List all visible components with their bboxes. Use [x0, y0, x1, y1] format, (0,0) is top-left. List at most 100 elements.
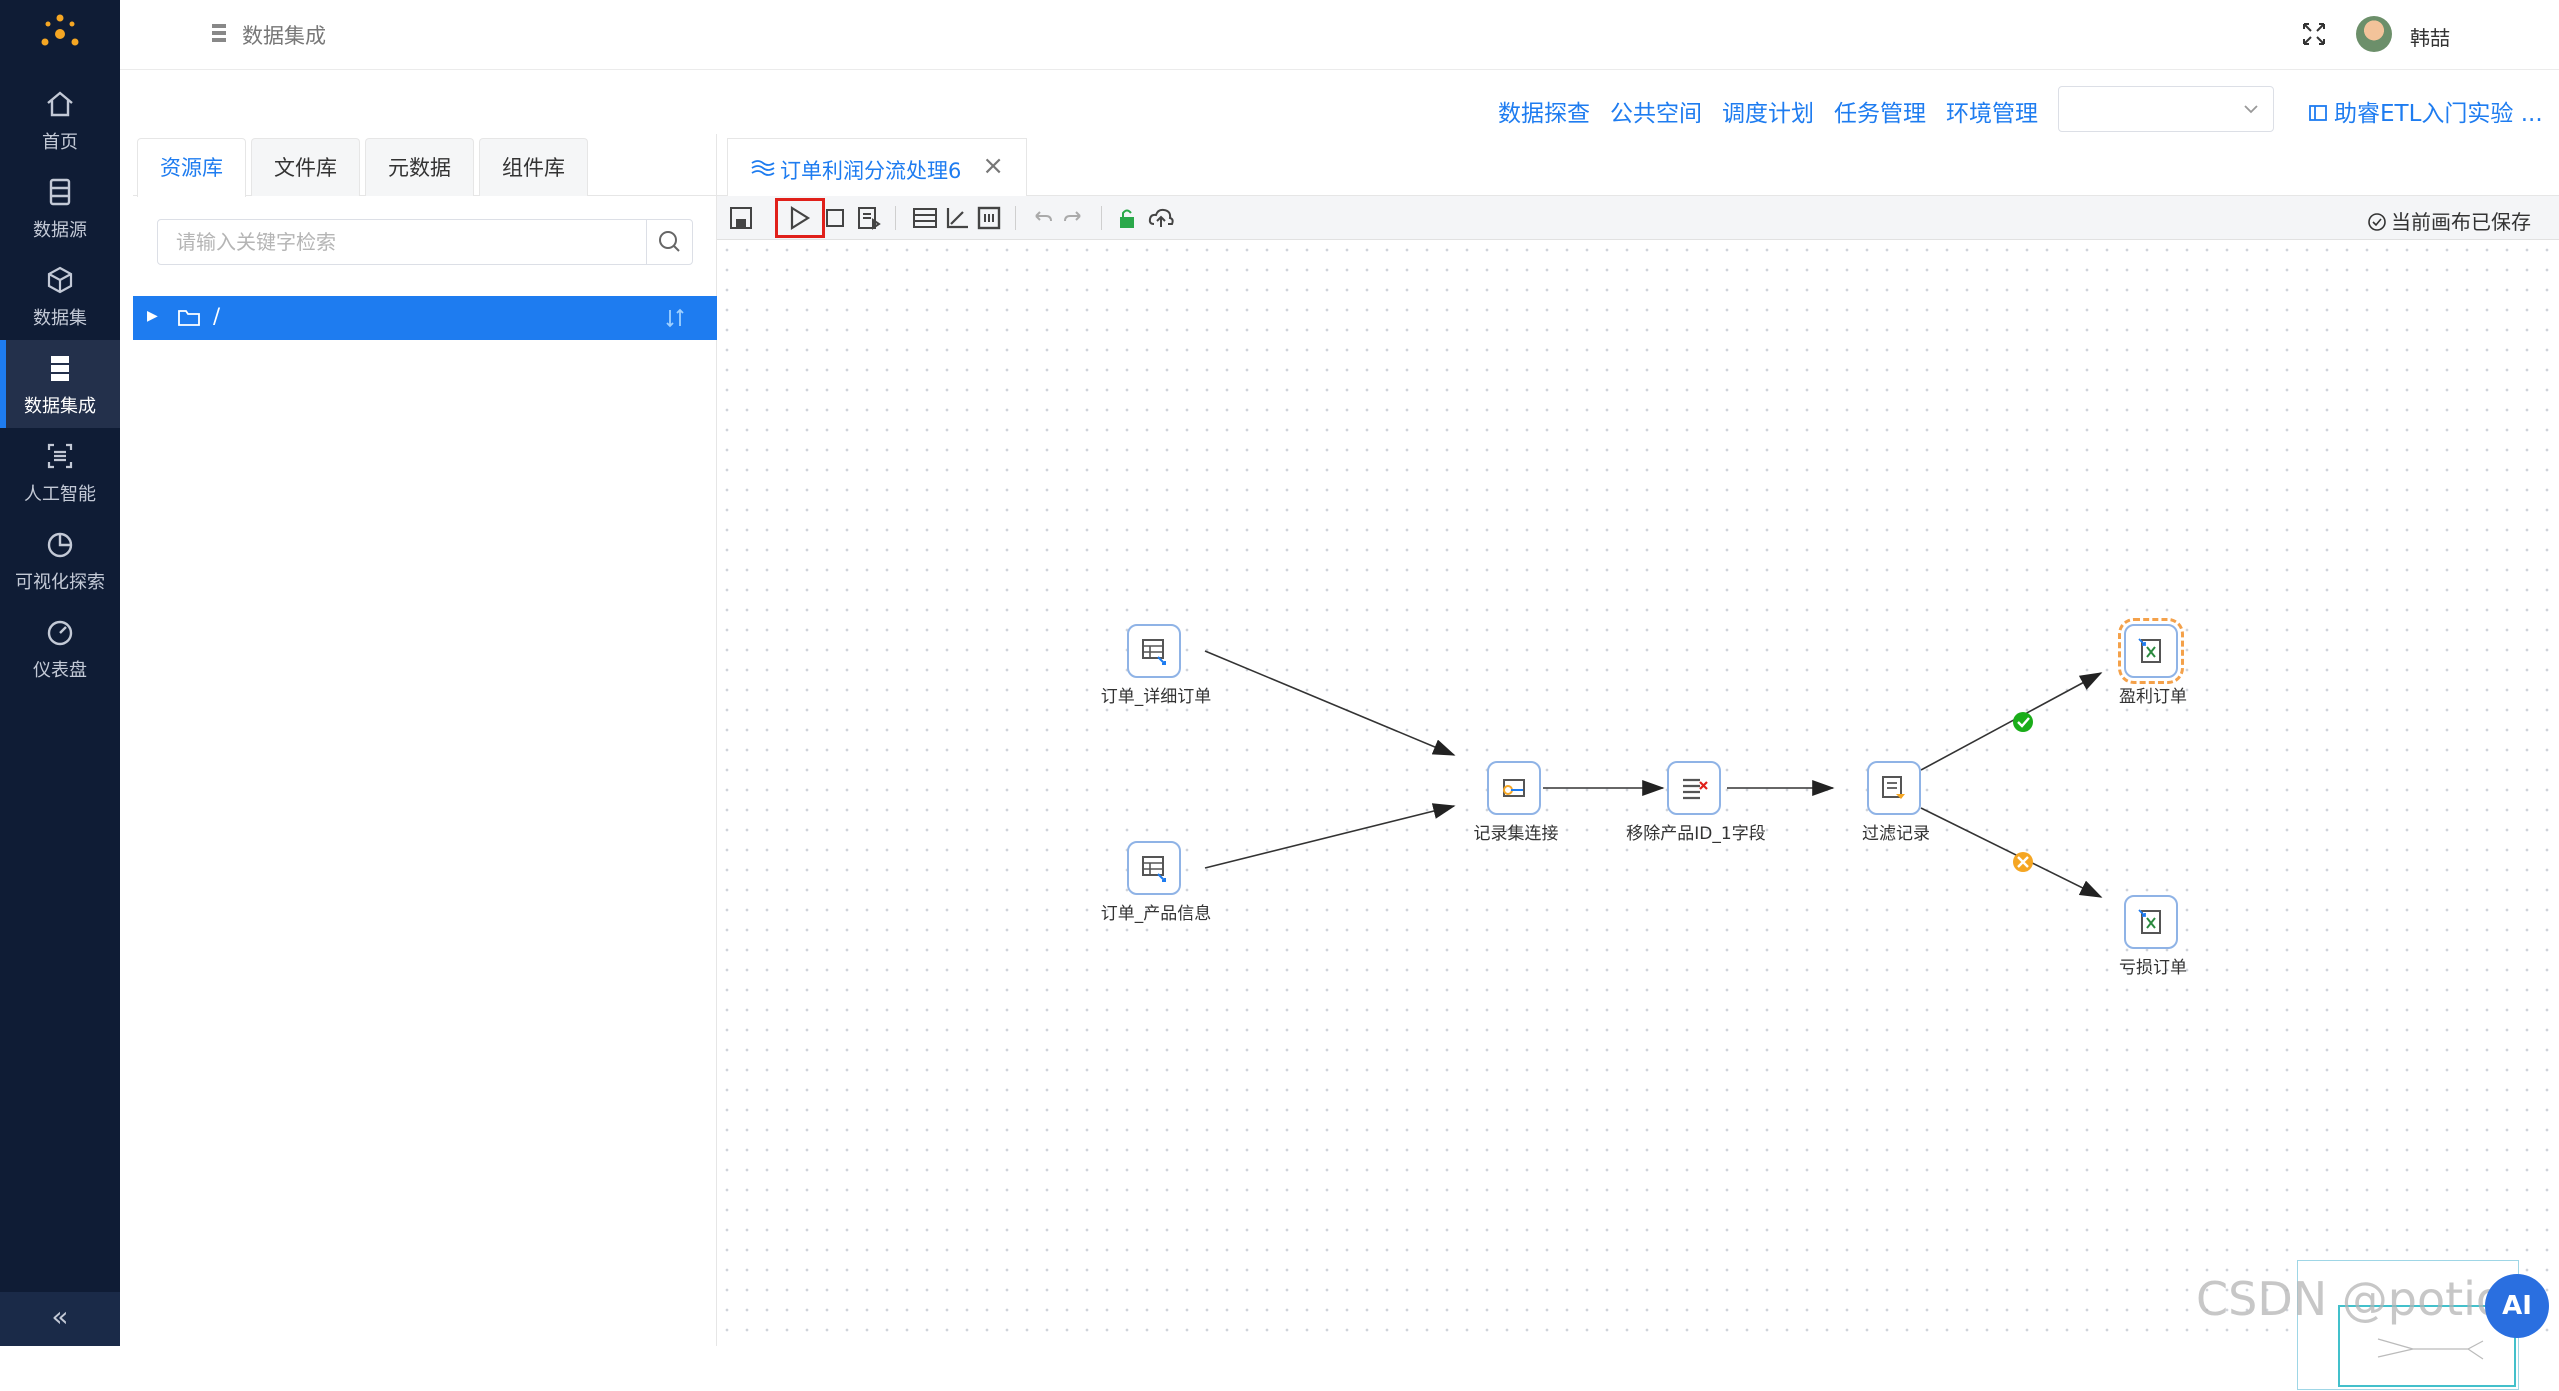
close-icon[interactable]: ×	[982, 151, 1004, 181]
tree-root-node[interactable]: ▶ /	[133, 296, 717, 340]
tab-flow-document[interactable]: 订单利润分流处理6 ×	[727, 138, 1027, 196]
nav-item-dataset[interactable]: 数据集	[0, 252, 120, 340]
resource-panel: 资源库 文件库 元数据 组件库 ▶ /	[133, 134, 717, 1346]
false-branch-cross-icon	[2013, 852, 2033, 872]
layout-icon[interactable]	[975, 204, 1003, 232]
search-input[interactable]	[158, 220, 648, 264]
flow-node-table-input[interactable]	[1127, 624, 1181, 678]
environment-select[interactable]	[2058, 86, 2274, 132]
pie-chart-icon	[47, 532, 73, 558]
table-icon[interactable]	[911, 204, 939, 232]
nav-label: 首页	[42, 132, 78, 153]
check-circle-icon	[2368, 213, 2386, 231]
user-name[interactable]: 韩喆	[2410, 26, 2450, 50]
ai-assistant-button[interactable]: AI	[2485, 1274, 2549, 1338]
tab-component-library[interactable]: 组件库	[479, 138, 588, 196]
editor-tabs: 订单利润分流处理6 ×	[717, 134, 2559, 196]
flow-node-excel-output[interactable]	[2124, 895, 2178, 949]
flow-edges	[1204, 650, 2103, 898]
flow-node-filter[interactable]	[1867, 761, 1921, 815]
nav-item-ai[interactable]: 人工智能	[0, 428, 120, 516]
save-icon[interactable]	[727, 204, 755, 232]
toolbar-divider	[1015, 206, 1016, 230]
flow-icon	[751, 160, 775, 176]
menu-env-manage[interactable]: 环境管理	[1946, 101, 2038, 127]
database-icon	[49, 178, 71, 206]
nav-item-dashboard[interactable]: 仪表盘	[0, 604, 120, 692]
search-button[interactable]	[646, 220, 692, 264]
chevron-down-icon	[2244, 105, 2258, 114]
table-input-icon	[1142, 856, 1166, 882]
nav-label: 仪表盘	[33, 660, 87, 681]
menu-task-manage[interactable]: 任务管理	[1834, 101, 1926, 127]
menu-data-explore[interactable]: 数据探查	[1498, 101, 1590, 127]
nav-label: 数据源	[33, 220, 87, 241]
sort-icon[interactable]	[663, 306, 687, 330]
menu-public-space[interactable]: 公共空间	[1610, 101, 1702, 127]
flow-canvas[interactable]: 订单_详细订单 订单_产品信息 记录集连接 移除产品ID_1字段 过滤记录 盈利…	[717, 240, 2559, 1390]
table-input-icon	[1142, 639, 1166, 665]
cloud-upload-icon[interactable]	[1147, 204, 1175, 232]
filter-icon	[1882, 776, 1905, 799]
redo-icon[interactable]	[1061, 204, 1089, 232]
run-icon[interactable]	[785, 204, 813, 232]
nav-collapse-button[interactable]: «	[0, 1292, 120, 1346]
flow-node-join[interactable]	[1487, 761, 1541, 815]
save-status-text: 当前画布已保存	[2391, 210, 2531, 234]
node-label: 亏损订单	[2119, 958, 2187, 978]
node-label: 订单_产品信息	[1100, 904, 1212, 924]
undo-icon[interactable]	[1027, 204, 1055, 232]
flow-node-table-input[interactable]	[1127, 841, 1181, 895]
ai-scan-icon	[47, 443, 73, 469]
guide-link[interactable]: 助睿ETL入门实验 ...	[2308, 94, 2543, 128]
resource-tabs: 资源库 文件库 元数据 组件库	[133, 134, 717, 197]
nav-item-datasource[interactable]: 数据源	[0, 164, 120, 252]
axis-chart-icon[interactable]	[943, 204, 971, 232]
nav-item-data-integration[interactable]: 数据集成	[0, 340, 120, 428]
save-status: 当前画布已保存	[2367, 206, 2531, 235]
function-menu: 数据探查 公共空间 调度计划 任务管理 环境管理 助睿ETL入门实验 ...	[120, 70, 2559, 134]
tab-file-library[interactable]: 文件库	[251, 138, 360, 196]
nav-label: 数据集	[33, 308, 87, 329]
side-nav: 首页 数据源 数据集 数据集成 人工智能 可视化探索 仪表盘 «	[0, 0, 120, 1346]
cube-icon	[47, 266, 73, 294]
editor-toolbar: 当前画布已保存	[717, 196, 2559, 240]
guide-link-label: 助睿ETL入门实验 ...	[2334, 101, 2543, 127]
flow-editor: 订单利润分流处理6 × 当前画布已保存	[717, 134, 2559, 1390]
edge-n1-n3	[1204, 650, 1456, 756]
flow-node-excel-output-selected[interactable]	[2118, 618, 2184, 684]
nav-label: 数据集成	[24, 396, 96, 417]
resource-search	[157, 219, 693, 265]
home-icon	[47, 91, 73, 117]
tab-metadata[interactable]: 元数据	[365, 138, 474, 196]
nav-item-visual-explore[interactable]: 可视化探索	[0, 516, 120, 604]
avatar[interactable]	[2356, 16, 2392, 52]
tab-resource-library[interactable]: 资源库	[137, 138, 246, 197]
top-bar: 数据集成 韩喆	[120, 0, 2559, 70]
excel-output-icon	[2138, 638, 2161, 663]
nav-item-home[interactable]: 首页	[0, 76, 120, 164]
flow-node-remove-field[interactable]	[1667, 761, 1721, 815]
run-highlight-box	[775, 198, 825, 238]
menu-stack-icon	[212, 24, 226, 42]
edge-n5-n7	[1920, 807, 2103, 898]
app-logo-icon[interactable]	[38, 12, 82, 56]
toolbar-divider	[895, 206, 896, 230]
node-label: 记录集连接	[1473, 824, 1559, 844]
expand-arrow-icon[interactable]: ▶	[147, 308, 158, 324]
fullscreen-icon[interactable]	[2300, 20, 2328, 48]
nav-label: 可视化探索	[15, 572, 105, 593]
true-branch-check-icon	[2013, 712, 2033, 732]
edge-n2-n3	[1204, 803, 1456, 869]
edge-n5-n6	[1920, 672, 2103, 771]
node-label: 盈利订单	[2119, 687, 2187, 707]
breadcrumb: 数据集成	[242, 24, 326, 48]
book-icon	[2309, 105, 2327, 121]
lock-icon[interactable]	[1113, 204, 1141, 232]
stop-icon[interactable]	[821, 204, 849, 232]
tree-root-label: /	[213, 304, 221, 328]
search-icon	[659, 231, 680, 252]
node-label: 订单_详细订单	[1100, 687, 1212, 707]
preview-icon[interactable]	[855, 204, 883, 232]
menu-schedule-plan[interactable]: 调度计划	[1722, 101, 1814, 127]
